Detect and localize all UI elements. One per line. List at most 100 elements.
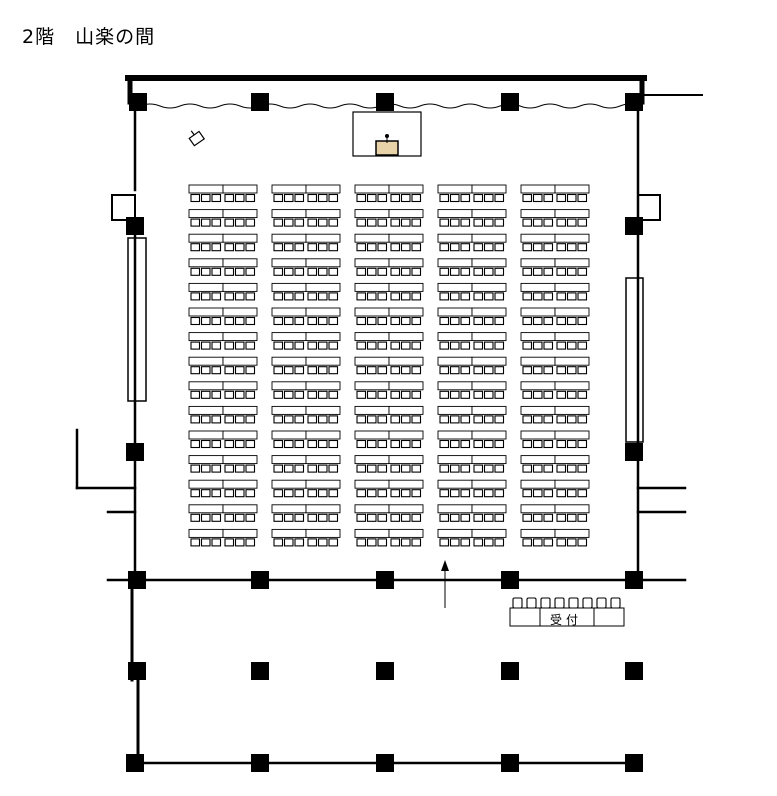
table — [437, 307, 473, 317]
chair — [494, 243, 505, 252]
chair — [317, 513, 328, 522]
chair — [449, 292, 460, 301]
table — [471, 332, 507, 342]
table — [471, 356, 507, 366]
chair — [211, 243, 222, 252]
chair — [449, 366, 460, 375]
chair — [556, 316, 567, 326]
chair — [273, 439, 284, 449]
chair — [439, 489, 450, 498]
chair — [211, 193, 222, 203]
table — [437, 332, 473, 342]
chair — [522, 243, 533, 252]
reception-chair — [512, 597, 523, 609]
chair — [473, 193, 484, 203]
pillar — [376, 571, 394, 589]
chair — [400, 464, 411, 473]
chair — [245, 390, 256, 399]
left-door-frame — [111, 194, 136, 221]
table — [388, 381, 424, 391]
chair — [400, 415, 411, 424]
chair — [566, 439, 577, 449]
table — [388, 282, 424, 292]
chair — [307, 464, 318, 473]
chair — [366, 390, 377, 399]
page-title: 2階 山楽の間 — [22, 26, 156, 48]
chair — [356, 439, 367, 449]
pillar — [126, 443, 144, 461]
chair — [577, 193, 588, 203]
chair — [543, 316, 554, 326]
chair — [522, 538, 533, 547]
table — [188, 479, 224, 489]
chair — [411, 243, 422, 252]
chair — [377, 218, 388, 227]
chair — [566, 415, 577, 424]
table — [271, 430, 307, 440]
chair — [400, 218, 411, 227]
chair — [439, 218, 450, 227]
chair — [532, 267, 543, 276]
chair — [328, 513, 339, 522]
chair — [494, 218, 505, 227]
chair — [577, 538, 588, 547]
chair — [190, 366, 201, 375]
chair — [294, 489, 305, 498]
table — [354, 430, 390, 440]
chair — [366, 489, 377, 498]
chair — [190, 439, 201, 449]
chair — [307, 415, 318, 424]
chair — [273, 316, 284, 326]
chair — [439, 341, 450, 350]
chair — [245, 267, 256, 276]
table — [471, 258, 507, 268]
chair — [439, 464, 450, 473]
table — [271, 307, 307, 317]
chair — [400, 390, 411, 399]
chair — [522, 415, 533, 424]
chair — [294, 267, 305, 276]
table — [354, 184, 390, 194]
chair — [356, 267, 367, 276]
chair — [449, 415, 460, 424]
chair — [460, 366, 471, 375]
chair — [411, 513, 422, 522]
chair — [190, 464, 201, 473]
chair — [317, 267, 328, 276]
chair — [377, 316, 388, 326]
pillar — [376, 662, 394, 680]
chair — [543, 439, 554, 449]
chair — [390, 193, 401, 203]
chair — [283, 415, 294, 424]
chair — [377, 439, 388, 449]
table — [305, 209, 341, 219]
chair — [460, 316, 471, 326]
table — [354, 258, 390, 268]
table — [305, 258, 341, 268]
chair — [460, 267, 471, 276]
chair — [317, 390, 328, 399]
table — [305, 479, 341, 489]
pillars — [126, 93, 643, 772]
chair — [532, 464, 543, 473]
chair — [556, 464, 567, 473]
chair — [390, 538, 401, 547]
chair — [211, 489, 222, 498]
chair — [200, 218, 211, 227]
table — [271, 381, 307, 391]
table — [437, 184, 473, 194]
chair — [273, 464, 284, 473]
chair — [283, 366, 294, 375]
chair — [328, 390, 339, 399]
table — [188, 528, 224, 538]
table — [222, 528, 258, 538]
chair — [411, 538, 422, 547]
chair — [577, 415, 588, 424]
chair — [390, 513, 401, 522]
chair — [566, 538, 577, 547]
chair — [283, 267, 294, 276]
chair — [543, 538, 554, 547]
table — [305, 184, 341, 194]
chair — [200, 489, 211, 498]
table — [305, 282, 341, 292]
